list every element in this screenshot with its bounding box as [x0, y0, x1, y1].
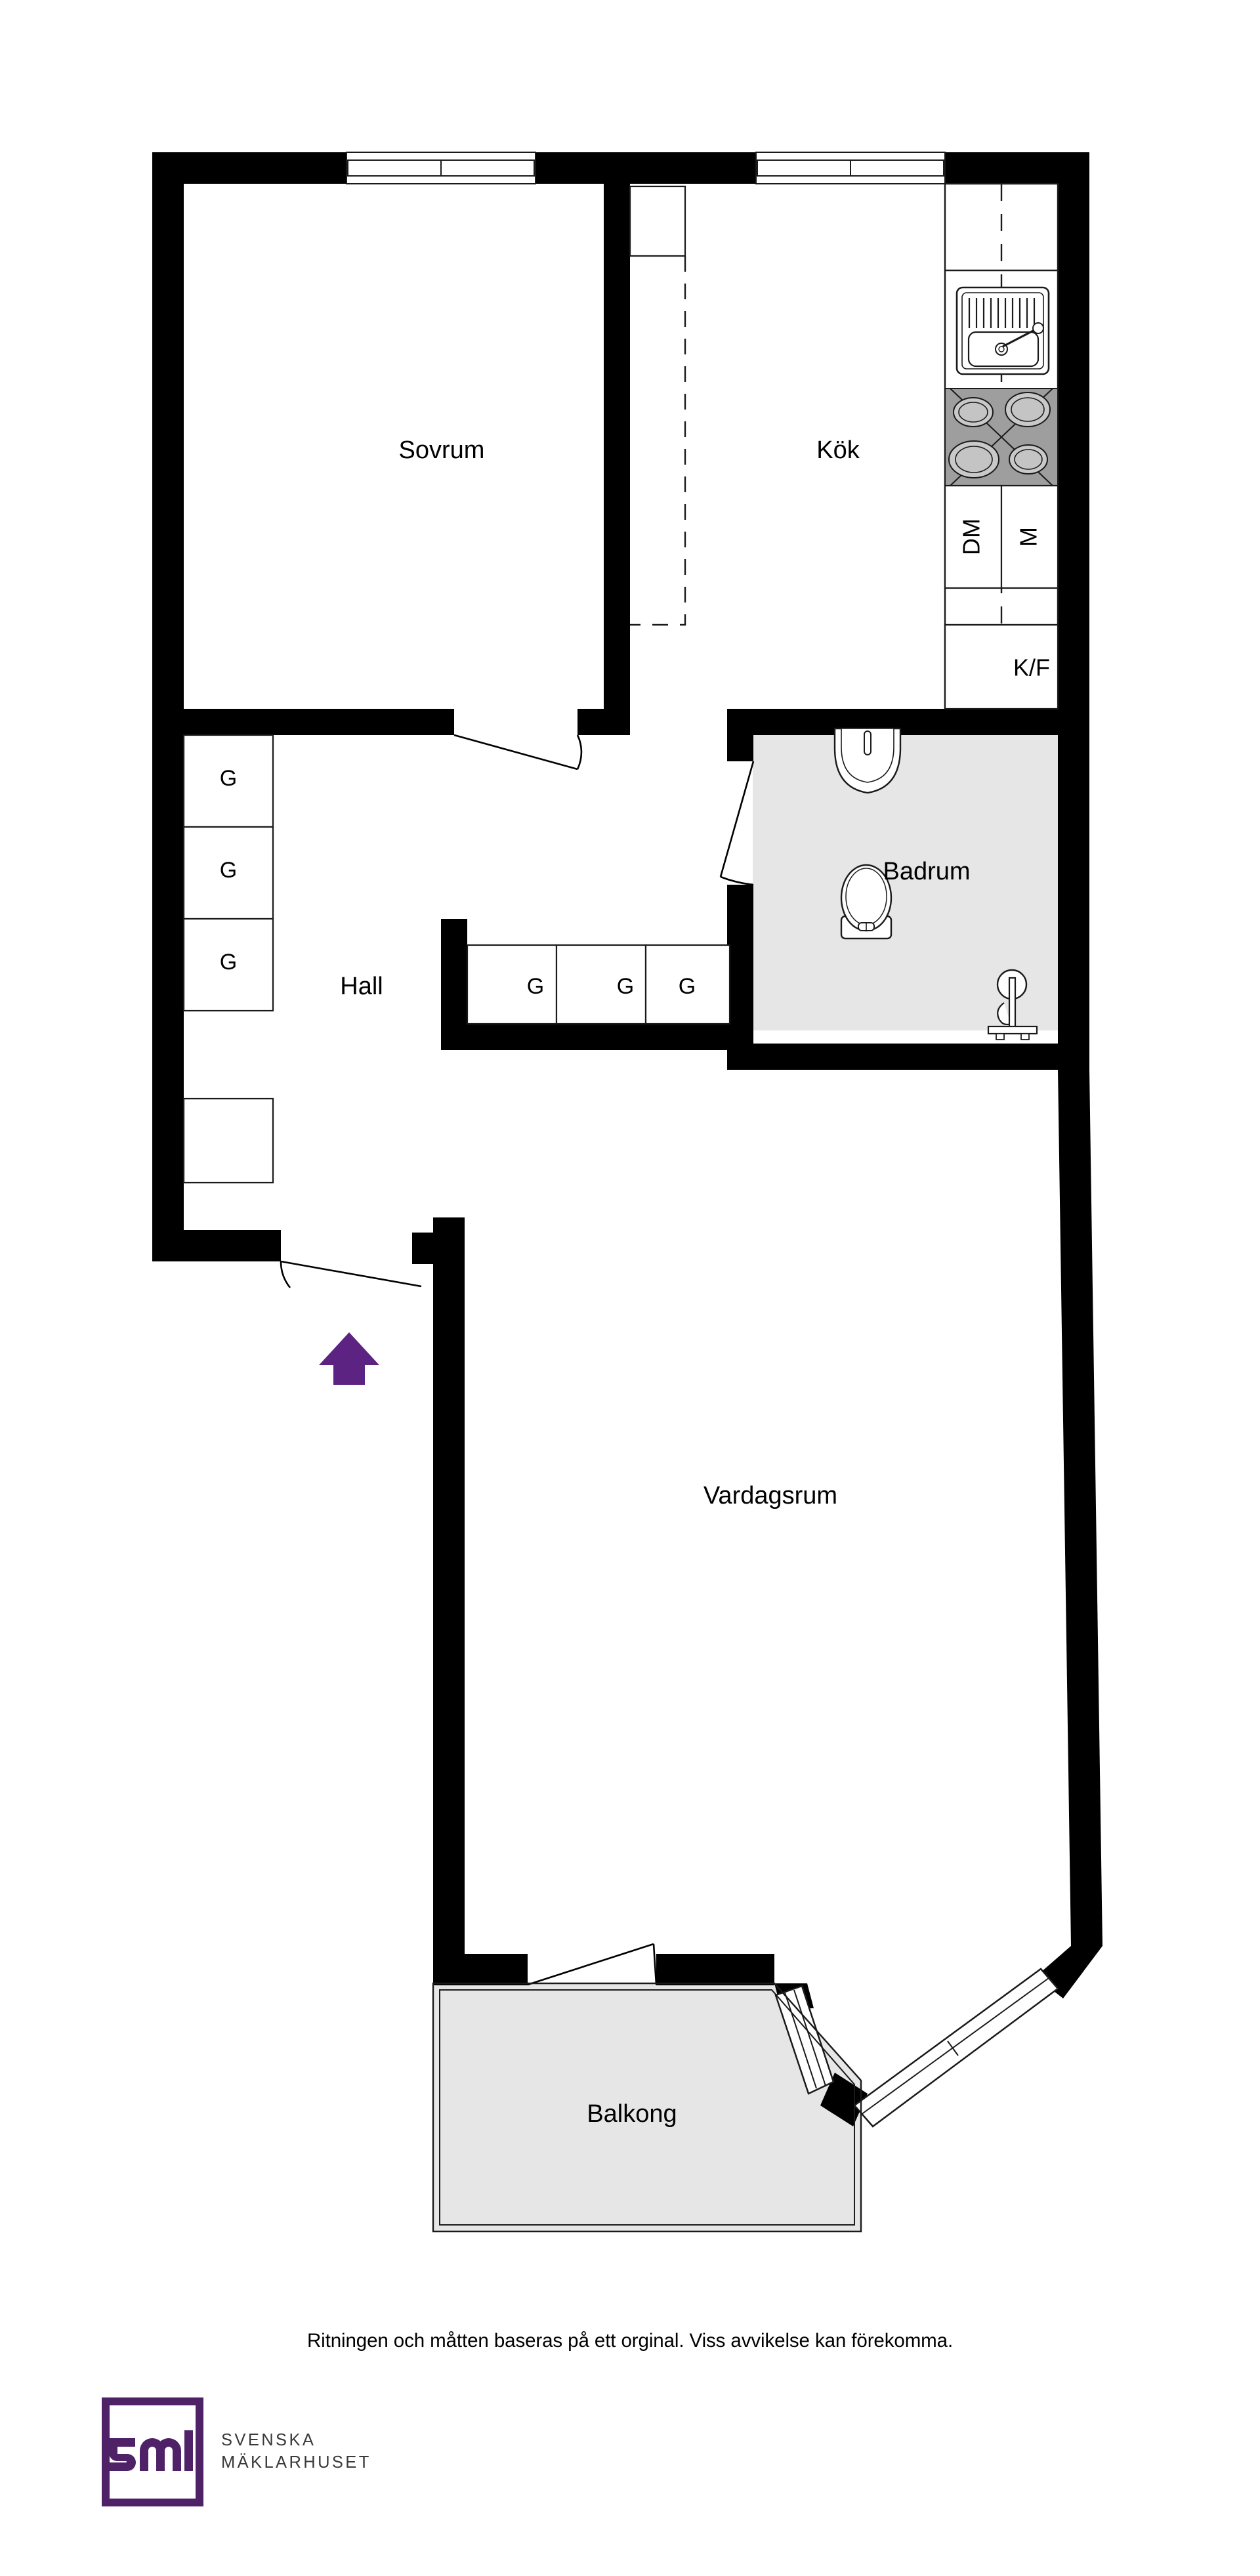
footer: Ritningen och måtten baseras på ett orgi…	[0, 2284, 1260, 2576]
fridge-freezer-icon	[944, 623, 1059, 710]
wall-top-between-windows	[536, 152, 756, 184]
washing-machine-icon	[1000, 484, 1059, 589]
wall-vardagsrum-left-nub	[412, 1233, 465, 1264]
wall-sovrum-bottom	[152, 709, 454, 735]
door-sovrum	[453, 734, 583, 771]
brand-line-1: SVENSKA	[221, 2431, 316, 2450]
kitchen-units	[944, 182, 1059, 710]
wall-badrum-left-bottom	[727, 885, 753, 1070]
door-badrum	[719, 761, 755, 886]
wall-badrum-left-top	[727, 709, 753, 761]
toilet-icon	[840, 864, 892, 940]
room-labels: Sovrum Kök Badrum Hall Vardagsrum Balkon…	[340, 436, 970, 2128]
wall-vardagsrum-right	[1058, 1070, 1102, 1946]
closet-boxes	[182, 734, 731, 1184]
doors	[280, 734, 755, 1986]
wall-hall-bottom	[152, 1230, 281, 1261]
shower-icon	[987, 969, 1038, 1040]
wall-vardagsrum-bottom-mid	[656, 1954, 774, 1985]
closet-label-row-2: G	[617, 974, 634, 999]
wall-top-left-seg	[152, 152, 346, 184]
closet-label-left-2: G	[220, 858, 237, 883]
closet-box-left-2	[182, 826, 274, 920]
wall-right-kok	[1058, 152, 1089, 1070]
wall-sovrum-bottom-right	[578, 709, 630, 735]
dishwasher-icon	[944, 484, 1003, 589]
brand-line-2: MÄKLARHUSET	[221, 2453, 371, 2472]
wall-sovrum-kok	[604, 152, 630, 709]
kitchen-niche	[629, 185, 686, 626]
room-label-hall: Hall	[340, 973, 383, 1000]
closet-label-left-3: G	[220, 950, 237, 975]
closet-labels: G G G G G G	[220, 766, 696, 999]
door-balkong	[527, 1943, 658, 1986]
closet-box-row-2	[555, 944, 647, 1025]
entrance-arrow[interactable]	[319, 1332, 379, 1385]
closet-box-row-1	[466, 944, 558, 1025]
bathroom-fixtures	[833, 727, 1038, 1040]
brand-logo: SVENSKA MÄKLARHUSET	[98, 2394, 371, 2510]
window-sovrum	[346, 152, 536, 184]
room-label-balkong: Balkong	[587, 2100, 677, 2128]
room-label-badrum: Badrum	[883, 858, 970, 885]
wall-hall-closet-row-bottom	[441, 1024, 730, 1050]
floor-plan-drawing: Sovrum Kök Badrum Hall Vardagsrum Balkon…	[152, 152, 1102, 2233]
room-fills	[433, 728, 1089, 2231]
disclaimer-text: Ritningen och måtten baseras på ett orgi…	[306, 2330, 954, 2352]
window-balkong-left	[774, 1985, 835, 2095]
wall-left-outer	[152, 152, 184, 1261]
wall-vardagsrum-bottom-left	[433, 1954, 528, 1985]
appliance-label-fridge-freezer: K/F	[1013, 654, 1050, 681]
appliance-label-washing-machine: M	[1015, 527, 1042, 547]
appliance-label-dishwasher: DM	[958, 518, 985, 555]
windows	[346, 152, 1059, 2128]
sink-icon	[956, 286, 1050, 375]
room-label-sovrum: Sovrum	[399, 436, 485, 464]
closet-label-left-1: G	[220, 766, 237, 791]
washbasin-icon	[833, 727, 902, 794]
wall-badrum-bottom	[727, 1044, 1089, 1070]
stovetop-icon	[944, 388, 1059, 486]
closet-box-left-1	[182, 734, 274, 828]
closet-box-left-4	[182, 1097, 274, 1184]
wall-balcony-jamb-mid	[820, 2073, 868, 2126]
room-label-vardagsrum: Vardagsrum	[704, 1482, 837, 1510]
room-fill-badrum	[753, 728, 1089, 1030]
closet-label-row-1: G	[527, 974, 544, 999]
window-kok	[755, 152, 946, 184]
walls	[152, 152, 1102, 2126]
wall-kok-bottom	[727, 709, 1089, 735]
brand-wordmark: SVENSKA MÄKLARHUSET	[221, 2430, 371, 2474]
closet-box-left-3	[182, 918, 274, 1012]
room-fill-balkong	[433, 1983, 861, 2231]
smh-monogram-icon	[102, 2397, 203, 2506]
window-balkong-right	[853, 1968, 1059, 2128]
appliance-labels: DM M K/F	[958, 518, 1050, 681]
door-entrance	[280, 1260, 422, 1288]
room-label-kok: Kök	[816, 436, 860, 464]
closet-label-row-3: G	[679, 974, 696, 999]
balcony-outline	[432, 1982, 862, 2233]
closet-box-row-3	[644, 944, 731, 1025]
wall-vardagsrum-left	[433, 1217, 465, 1985]
